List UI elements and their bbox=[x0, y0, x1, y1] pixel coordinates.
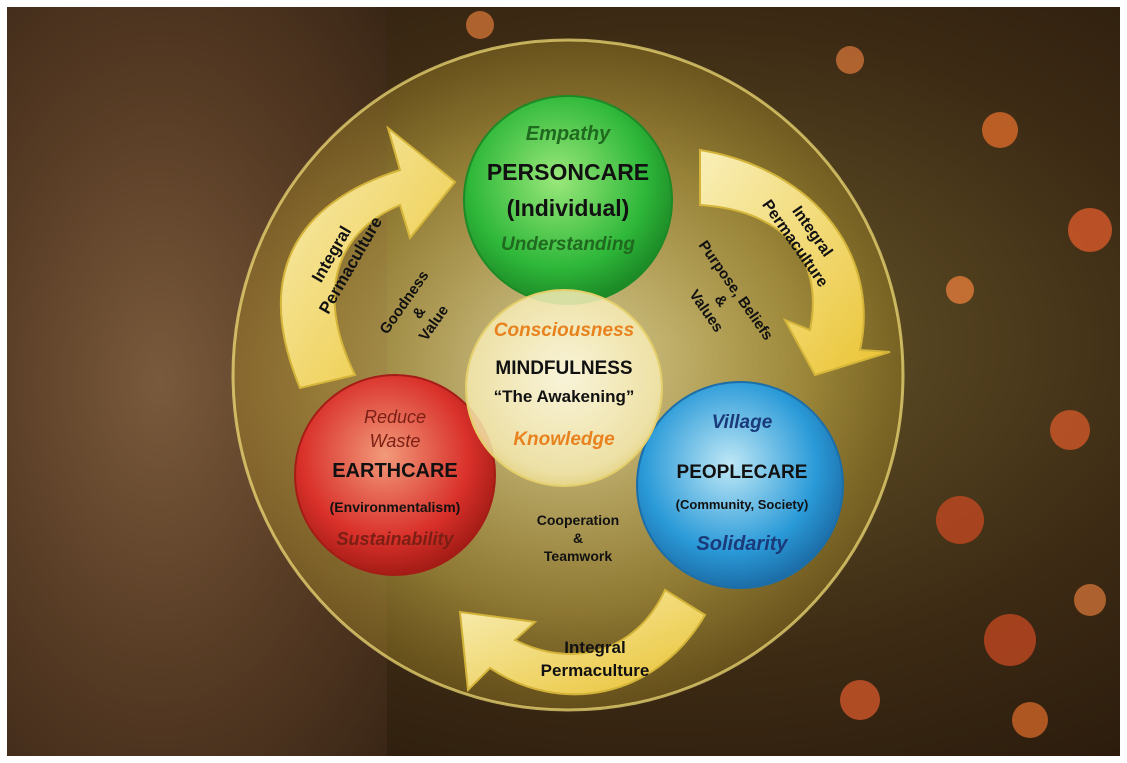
center-circle bbox=[465, 289, 663, 487]
center-bottom-word: Knowledge bbox=[513, 429, 615, 450]
center-subtitle: “The Awakening” bbox=[494, 387, 635, 406]
earthcare-subtitle: (Environmentalism) bbox=[330, 499, 461, 515]
center-top-word: Consciousness bbox=[494, 320, 634, 341]
peoplecare-top-word: Village bbox=[712, 412, 773, 433]
connector-bottom-line3: Teamwork bbox=[544, 548, 612, 564]
earthcare-top-word-2: Waste bbox=[370, 431, 421, 451]
personcare-top-word: Empathy bbox=[526, 123, 611, 145]
arrow-bottom-label-line1: Integral bbox=[564, 638, 625, 657]
arrow-bottom-label-line2: Permaculture bbox=[541, 661, 650, 680]
personcare-title: PERSONCARE bbox=[487, 159, 649, 185]
connector-bottom-line1: Cooperation bbox=[537, 512, 619, 528]
arrow-right bbox=[699, 148, 891, 377]
earthcare-title: EARTHCARE bbox=[332, 460, 458, 482]
earthcare-circle bbox=[294, 374, 496, 576]
peoplecare-circle bbox=[636, 381, 844, 589]
arrow-bottom bbox=[458, 588, 707, 696]
peoplecare-bottom-word: Solidarity bbox=[696, 533, 788, 555]
personcare-bottom-word: Understanding bbox=[501, 234, 635, 255]
earthcare-bottom-word: Sustainability bbox=[336, 529, 454, 549]
peoplecare-subtitle: (Community, Society) bbox=[676, 497, 809, 512]
center-title: MINDFULNESS bbox=[495, 358, 632, 379]
connector-bottom-line2: & bbox=[573, 530, 583, 546]
earthcare-top-word: Reduce bbox=[364, 407, 426, 427]
lanterns-decoration bbox=[466, 11, 1112, 738]
arrow-left bbox=[279, 125, 457, 390]
peoplecare-title: PEOPLECARE bbox=[677, 462, 808, 483]
personcare-title-sub: (Individual) bbox=[507, 195, 630, 221]
